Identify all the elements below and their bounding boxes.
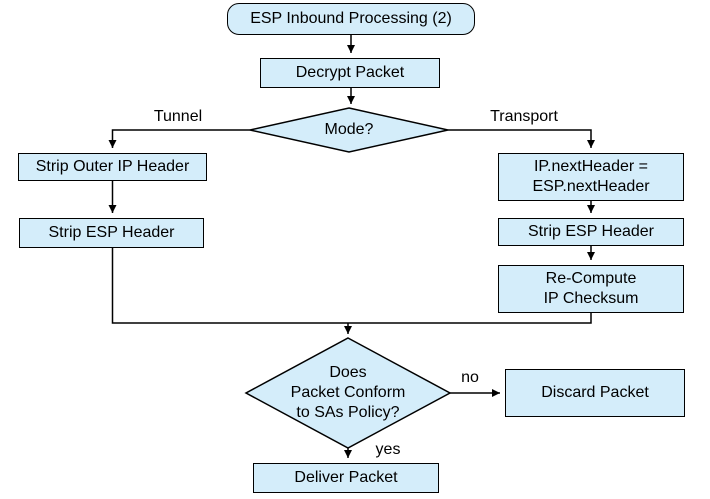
ip-nextheader-step: IP.nextHeader = ESP.nextHeader — [498, 153, 684, 201]
strip-esp-header-right-step: Strip ESP Header — [498, 218, 684, 246]
merge-line-left — [111, 248, 348, 324]
edge-label-tunnel: Tunnel — [153, 108, 203, 125]
edge-label-no: no — [461, 369, 479, 386]
edge-label-transport: Transport — [490, 108, 558, 125]
mode-decision-label: Mode? — [324, 121, 374, 138]
recompute-ip-checksum-step: Re-Compute IP Checksum — [498, 265, 684, 313]
arrow-mode-transport-branch — [448, 129, 595, 148]
policy-decision-diamond — [244, 337, 452, 449]
discard-packet-step: Discard Packet — [505, 369, 685, 417]
decrypt-packet-step: Decrypt Packet — [260, 58, 440, 88]
strip-outer-ip-header-step: Strip Outer IP Header — [18, 153, 207, 181]
deliver-packet-step: Deliver Packet — [253, 463, 439, 493]
strip-esp-header-left-step: Strip ESP Header — [19, 218, 204, 248]
mode-decision-diamond — [249, 107, 449, 153]
arrow-mode-tunnel-branch — [108, 129, 250, 148]
merge-line-right — [348, 313, 592, 324]
policy-decision-label: Does Packet Conform to SAs Policy? — [290, 364, 406, 421]
start-terminator: ESP Inbound Processing (2) — [227, 3, 475, 35]
edge-label-yes: yes — [375, 441, 401, 458]
